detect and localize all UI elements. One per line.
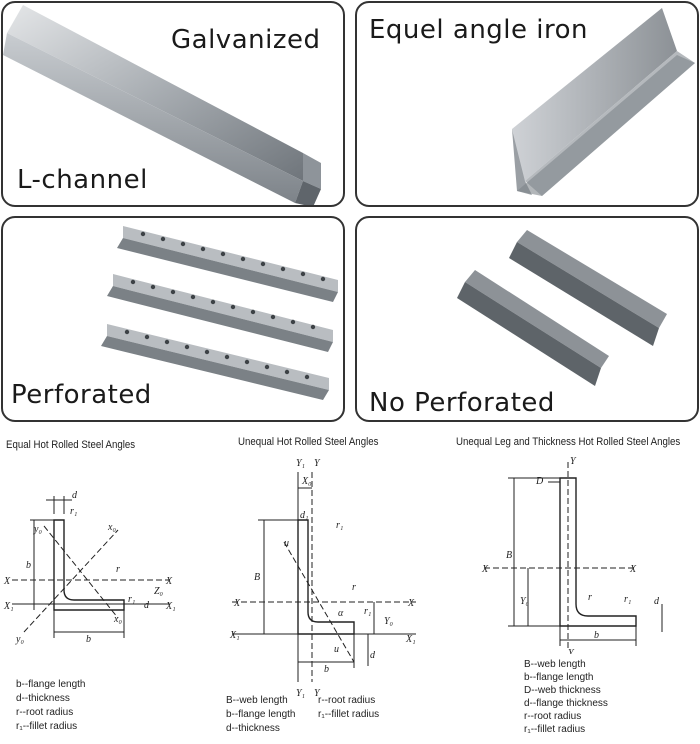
legend-item: r--root radius — [318, 695, 376, 706]
legend-item: r₁--fillet radius — [16, 721, 78, 732]
perforation-holes — [124, 231, 326, 380]
svg-text:y₀: y₀ — [33, 524, 42, 535]
caption-perforated: Perforated — [11, 380, 152, 410]
svg-text:b: b — [324, 664, 329, 675]
svg-text:X₁: X₁ — [3, 601, 14, 612]
perforated-angles-image — [101, 226, 338, 400]
panel-no-perforated: No Perforated — [355, 216, 699, 422]
svg-text:Y₀: Y₀ — [520, 596, 530, 607]
svg-text:X₁: X₁ — [229, 630, 240, 641]
legend-item: b--flange length — [226, 709, 296, 720]
svg-text:u: u — [334, 644, 339, 655]
svg-text:X: X — [629, 564, 637, 575]
svg-text:X: X — [233, 598, 241, 609]
svg-text:d₁: d₁ — [300, 510, 308, 521]
legend-item: b--flange length — [524, 672, 594, 683]
svg-text:B: B — [254, 572, 260, 583]
svg-text:Y₁: Y₁ — [296, 458, 305, 469]
svg-text:Y: Y — [568, 648, 575, 654]
panel-perforated: Perforated — [1, 216, 345, 422]
legend-item: B--web length — [226, 695, 288, 706]
legend-item: r₁--fillet radius — [318, 709, 380, 720]
caption-no-perforated: No Perforated — [369, 388, 555, 418]
legend-item: r--root radius — [16, 707, 74, 718]
diagram-unequal-angle: Y₁ Y X₀ d₁ r₁ u B r α r₁ Y₀ X X X₁ X₁ d … — [229, 458, 416, 699]
svg-text:r₁: r₁ — [624, 594, 631, 605]
legend-item: r--root radius — [524, 711, 582, 722]
diagram-unequal-leg-thickness-angle: Y D B X X Y₀ r r₁ d b Y — [481, 456, 663, 654]
legend-item: d--thickness — [226, 723, 280, 734]
svg-text:b: b — [26, 560, 31, 571]
legend-unequal-right: r--root radius r₁--fillet radius — [318, 694, 379, 722]
svg-text:d: d — [144, 600, 150, 611]
diagram-title-unequal-leg-thickness: Unequal Leg and Thickness Hot Rolled Ste… — [456, 436, 681, 448]
svg-text:α: α — [338, 608, 344, 619]
caption-equal-angle: Equel angle iron — [369, 15, 589, 45]
legend-item: B--web length — [524, 659, 586, 670]
panel-galvanized: Galvanized L-channel — [1, 1, 345, 207]
caption-galvanized: Galvanized — [171, 25, 321, 55]
svg-text:r₁: r₁ — [70, 506, 77, 517]
caption-l-channel: L-channel — [17, 165, 148, 195]
galvanized-angle-image — [3, 5, 321, 205]
svg-text:X₁: X₁ — [405, 634, 416, 645]
svg-text:D: D — [535, 476, 544, 487]
svg-text:r₁: r₁ — [364, 606, 371, 617]
svg-text:y₀: y₀ — [15, 634, 24, 645]
svg-text:r₁: r₁ — [128, 594, 135, 605]
svg-text:r: r — [352, 582, 356, 593]
svg-text:Y₁: Y₁ — [296, 688, 305, 699]
svg-text:d: d — [72, 490, 78, 501]
legend-unequal-left: B--web length b--flange length d--thickn… — [226, 694, 296, 736]
svg-text:B: B — [506, 550, 512, 561]
svg-text:X: X — [481, 564, 489, 575]
svg-text:Y₀: Y₀ — [384, 616, 394, 627]
svg-text:Y: Y — [314, 688, 321, 699]
svg-text:x₀: x₀ — [113, 614, 122, 625]
panel-equal-angle: Equel angle iron — [355, 1, 699, 207]
legend-unequal-leg-thickness: B--web length b--flange length D--web th… — [524, 658, 608, 736]
svg-text:b: b — [594, 630, 599, 641]
svg-text:r₁: r₁ — [336, 520, 343, 531]
diagram-title-unequal: Unequal Hot Rolled Steel Angles — [238, 436, 379, 448]
svg-text:Z₀: Z₀ — [154, 586, 164, 597]
no-perforated-angles-image — [457, 230, 667, 386]
svg-text:r: r — [116, 564, 120, 575]
legend-item: b--flange length — [16, 679, 86, 690]
equal-angle-image — [512, 8, 695, 196]
legend-equal: b--flange length d--thickness r--root ra… — [16, 678, 86, 734]
legend-item: d--thickness — [16, 693, 70, 704]
legend-item: r₁--fillet radius — [524, 724, 586, 735]
svg-text:Y: Y — [314, 458, 321, 469]
legend-item: D--web thickness — [524, 685, 601, 696]
svg-text:X: X — [407, 598, 415, 609]
svg-text:Y: Y — [570, 456, 577, 467]
svg-text:d: d — [370, 650, 376, 661]
svg-text:X₀: X₀ — [301, 476, 312, 487]
svg-text:u: u — [284, 538, 289, 549]
svg-text:b: b — [86, 634, 91, 645]
svg-text:x₀: x₀ — [107, 522, 116, 533]
legend-item: d--flange thickness — [524, 698, 608, 709]
diagram-equal-angle: X X X₁ X₁ b b d r₁ r x₀ y₀ y₀ x₀ r₁ Z₀ d — [3, 490, 176, 645]
diagram-title-equal: Equal Hot Rolled Steel Angles — [6, 439, 136, 451]
svg-text:X₁: X₁ — [165, 601, 176, 612]
svg-text:d: d — [654, 596, 660, 607]
svg-text:r: r — [588, 592, 592, 603]
svg-text:X: X — [165, 576, 173, 587]
svg-text:X: X — [3, 576, 11, 587]
